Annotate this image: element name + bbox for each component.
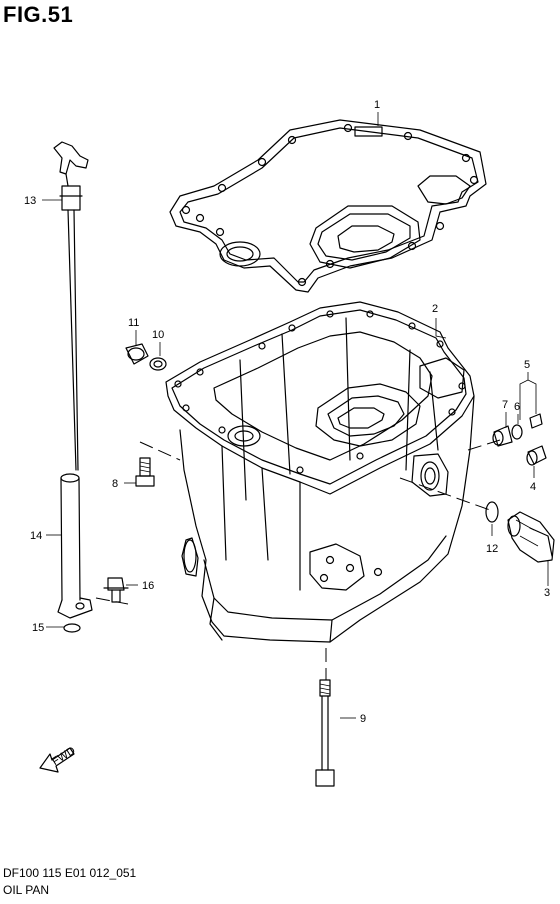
callout-16: 16	[142, 580, 154, 592]
callout-2: 2	[432, 303, 438, 315]
long-bolt-part	[315, 679, 335, 787]
callout-14: 14	[30, 530, 42, 542]
callout-11: 11	[128, 317, 139, 329]
callout-8: 8	[112, 478, 118, 490]
washer-10-part	[149, 357, 167, 371]
dipstick-part	[53, 141, 89, 471]
callout-4: 4	[530, 481, 536, 493]
callout-6: 6	[514, 401, 520, 413]
dipstick-guide-part	[57, 473, 93, 619]
oil-pan-part	[165, 301, 475, 643]
callout-15: 15	[32, 622, 44, 634]
fwd-arrow: FWD	[39, 745, 78, 773]
plug-11-part	[125, 343, 149, 365]
o-ring-12-part	[485, 501, 499, 523]
plug-assembly-part	[507, 511, 555, 563]
figure-title: FIG.51	[3, 2, 74, 27]
diagram-caption: OIL PAN	[3, 883, 50, 897]
cap-4-part	[526, 445, 547, 466]
guide-lines	[95, 439, 501, 680]
callout-5: 5	[524, 359, 530, 371]
callout-3: 3	[544, 587, 550, 599]
callout-7: 7	[502, 399, 508, 411]
plug-7-part	[492, 425, 513, 447]
callout-10: 10	[152, 329, 164, 341]
fwd-label: FWD	[50, 745, 78, 768]
leader-lines	[42, 112, 549, 719]
gasket-part	[169, 119, 487, 293]
bolt-8-part	[135, 457, 155, 487]
small-cap-part	[529, 413, 543, 429]
callout-13: 13	[24, 195, 36, 207]
callout-9: 9	[360, 713, 366, 725]
diagram-code: DF100 115 E01 012_051	[3, 866, 137, 880]
callout-1: 1	[374, 99, 380, 111]
o-ring-15-part	[63, 623, 81, 633]
washer-6-part	[511, 424, 523, 440]
bolt-16-part	[103, 577, 129, 603]
callout-12: 12	[486, 543, 498, 555]
callout-labels: 1 2 3 4 5 6 7 8 9 10 11 12 13 14 15 16	[24, 99, 550, 725]
